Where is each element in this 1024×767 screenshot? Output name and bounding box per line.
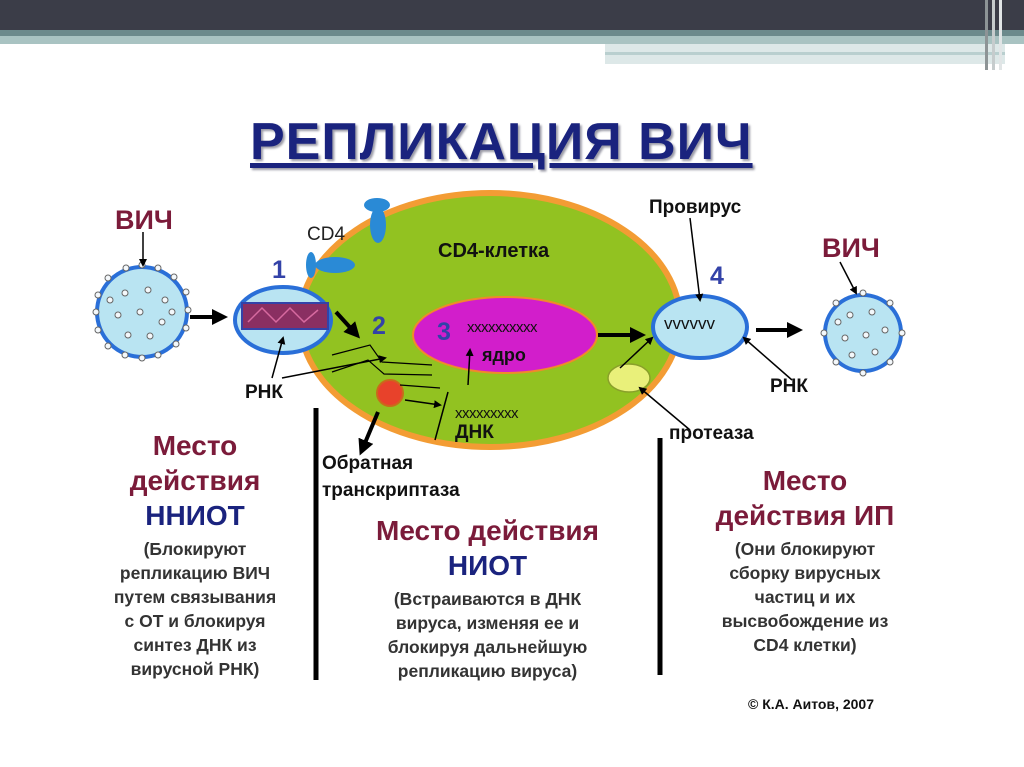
nnrti-desc-line1: (Блокируют — [143, 539, 247, 559]
cd4-receptor-left — [306, 252, 355, 278]
label-cd4: CD4 — [307, 224, 346, 245]
label-rna-right: РНК — [770, 376, 808, 397]
nrti-heading-line1: Место действия — [376, 515, 599, 546]
nnrti-heading-line1: Место — [152, 430, 238, 461]
top-decorative-bar — [0, 0, 1024, 70]
nrti-desc-line4: репликацию вируса) — [397, 661, 578, 681]
rna-strands — [331, 344, 441, 389]
label-reverse-transcriptase-line1: Обратная — [322, 453, 414, 474]
nrti-desc-line3: блокируя дальнейшую — [387, 637, 588, 657]
pi-heading-line2: действия ИП — [715, 500, 895, 531]
label-cd4-cell: CD4-клетка — [438, 240, 550, 262]
nrti-heading-line2: НИОТ — [447, 550, 528, 581]
label-hiv-left: ВИЧ — [115, 205, 173, 235]
pi-desc-line5: CD4 клетки) — [753, 635, 857, 655]
step-number-1: 1 — [272, 256, 286, 284]
nnrti-heading-line3: ННИОТ — [145, 500, 245, 531]
pi-desc-line3: частиц и их — [754, 587, 856, 607]
label-dna-sequence: xxxxxxxxx — [455, 405, 519, 422]
label-nucleus: ядро — [482, 345, 526, 365]
copyright: © К.А. Аитов, 2007 — [748, 696, 874, 712]
hiv-virion-right — [820, 289, 906, 377]
label-provirus: Провирус — [649, 197, 742, 218]
label-rna-left: РНК — [245, 382, 283, 403]
nucleus — [412, 296, 598, 374]
nnrti-desc-line5: синтез ДНК из — [133, 635, 257, 655]
step-number-3: 3 — [437, 318, 451, 346]
nrti-desc-line2: вируса, изменяя ее и — [395, 613, 580, 633]
pointer-arrows — [139, 217, 857, 441]
nnrti-desc-line3: путем связывания — [113, 587, 277, 607]
label-provirus-sequence: vvvvvv — [664, 314, 715, 333]
label-hiv-right: ВИЧ — [822, 233, 880, 263]
pi-desc-line1: (Они блокируют — [734, 539, 876, 559]
nnrti-desc-line6: вирусной РНК) — [130, 659, 260, 679]
viral-rna-box — [241, 302, 329, 330]
label-reverse-transcriptase-line2: транскриптаза — [322, 480, 460, 501]
reverse-transcriptase-enzyme — [376, 379, 404, 407]
pi-heading-line1: Место — [762, 465, 848, 496]
nrti-desc-line1: (Встраиваются в ДНК — [393, 589, 582, 609]
pi-desc-line4: высвобождение из — [721, 611, 889, 631]
flow-arrows — [190, 309, 803, 456]
hiv-virion-fusing — [233, 285, 333, 355]
label-dna: ДНК — [455, 422, 494, 443]
column-nrti: Место действия НИОТ (Встраиваются в ДНК … — [360, 513, 615, 683]
label-protease: протеаза — [669, 423, 754, 444]
nnrti-desc-line4: с ОТ и блокируя — [124, 611, 266, 631]
step-number-2: 2 — [372, 312, 386, 340]
column-pi: Место действия ИП (Они блокируют сборку … — [700, 463, 910, 657]
nnrti-desc-line2: репликацию ВИЧ — [119, 563, 271, 583]
step-number-4: 4 — [710, 262, 724, 290]
hiv-virion-left — [92, 261, 192, 362]
column-nnrti: Место действия ННИОТ (Блокируют репликац… — [95, 428, 295, 681]
label-nucleus-sequence: xxxxxxxxxx — [467, 319, 538, 336]
cd4-receptor-top — [364, 198, 390, 243]
pi-desc-line2: сборку вирусных — [729, 563, 881, 583]
nnrti-heading-line2: действия — [129, 465, 261, 496]
protease — [607, 363, 651, 393]
page-title: РЕПЛИКАЦИЯ ВИЧ — [250, 113, 753, 171]
